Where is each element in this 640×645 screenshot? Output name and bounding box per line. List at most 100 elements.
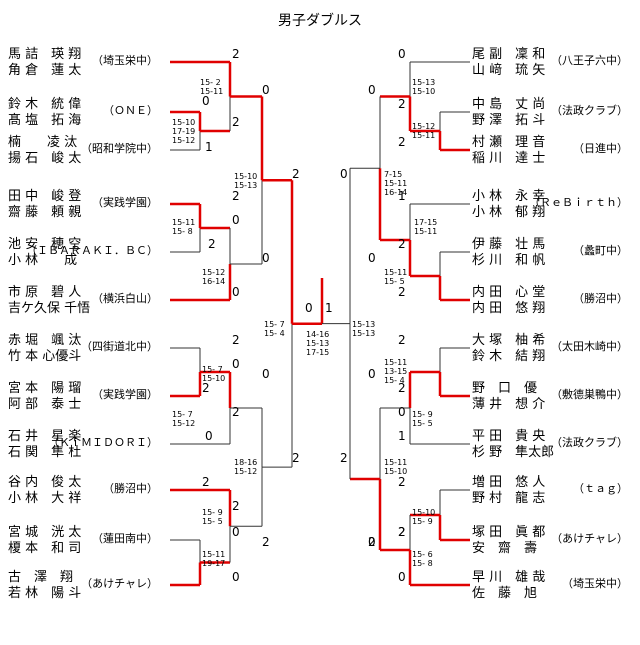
player-name: 小 林 成: [8, 253, 78, 268]
player-name: 早 川 雄 哉: [472, 570, 546, 585]
player-name: 市 原 碧 人: [8, 285, 82, 300]
match-score: 0: [368, 367, 376, 381]
game-scores: 15- 6 15- 8: [412, 550, 433, 568]
player-name: 榎 本 和 司: [8, 541, 82, 556]
page-title: 男子ダブルス: [278, 13, 362, 29]
player-name: 馬 詰 瑛 翔: [8, 47, 82, 62]
player-name: 鈴 木 統 偉: [8, 97, 82, 112]
game-scores: 14-16 15-13 17-15: [306, 330, 330, 357]
team-name: （実践学園）: [92, 196, 158, 209]
team-name: （昭和学院中）: [81, 142, 158, 155]
player-name: 竹 本 心優斗: [8, 349, 82, 364]
player-name: 若 林 陽 斗: [8, 586, 82, 601]
team-name: （日進中）: [573, 142, 628, 155]
team-name: （あけチャレ）: [551, 532, 628, 545]
player-name: 杉 野 隼太郎: [472, 445, 555, 460]
match-score: 2: [232, 189, 240, 203]
player-name: 村 瀬 理 音: [472, 135, 546, 150]
player-name: 宮 城 洸 太: [8, 525, 82, 540]
player-name: 佐 藤 旭: [472, 586, 538, 601]
match-score: 0: [205, 429, 213, 443]
player-name: 山 﨑 琉 矢: [472, 63, 546, 78]
game-scores: 15-10 15- 9: [412, 508, 436, 526]
team-name: （埼玉栄中）: [92, 54, 158, 67]
match-score: 1: [398, 189, 406, 203]
match-score: 2: [398, 333, 406, 347]
player-name: 鈴 木 結 翔: [472, 349, 546, 364]
player-name: 野 村 龍 志: [472, 491, 546, 506]
match-score: 0: [368, 535, 376, 549]
player-name: 内 田 悠 翔: [472, 301, 546, 316]
match-score: 2: [292, 167, 300, 181]
team-name: （蠡町中）: [573, 244, 628, 257]
team-name: （ＲｅＢｉｒｔｈ）: [529, 196, 628, 209]
match-score: 2: [232, 115, 240, 129]
match-score: 0: [340, 167, 348, 181]
team-name: （法政クラブ）: [551, 436, 628, 449]
team-name: （埼玉栄中）: [562, 577, 628, 590]
match-score: 0: [305, 301, 313, 315]
team-name: （ＫｉＭＩＤＯＲＩ）: [48, 436, 158, 449]
player-name: 田 中 峻 登: [8, 189, 82, 204]
game-scores: 15- 7 15-12: [172, 410, 196, 428]
game-scores: 15- 7 15- 4: [264, 320, 285, 338]
team-name: （勝沼中）: [103, 482, 158, 495]
game-scores: 15-13 15-13: [352, 320, 376, 338]
match-score: 0: [262, 83, 270, 97]
game-scores: 7-15 15-11 16-14: [384, 170, 408, 197]
team-name: （ＩＢＡＲＡＫＩ．ＢＣ）: [26, 244, 158, 257]
player-name: 揚 石 峻 太: [8, 151, 82, 166]
match-score: 2: [232, 47, 240, 61]
team-name: （ＯＮＥ）: [103, 104, 158, 117]
game-scores: 15-11 15- 5: [384, 268, 408, 286]
match-score: 0: [232, 570, 240, 584]
player-name: 野 口 優: [472, 381, 538, 396]
player-name: 塚 田 眞 都: [472, 525, 546, 540]
game-scores: 15- 7 15-10: [202, 365, 226, 383]
match-score: 2: [232, 405, 240, 419]
match-score: 0: [368, 251, 376, 265]
match-score: 0: [232, 285, 240, 299]
player-name: 伊 藤 壮 馬: [472, 237, 546, 252]
player-name: 大 塚 柚 希: [472, 333, 546, 348]
match-score: 0: [202, 94, 210, 108]
game-scores: 15- 2 15-11: [200, 78, 224, 96]
player-name: 尾 副 凜 和: [472, 47, 546, 62]
match-score: 0: [262, 251, 270, 265]
match-score: 2: [398, 237, 406, 251]
player-name: 石 関 隼 杜: [8, 445, 82, 460]
match-score: 2: [340, 451, 348, 465]
game-scores: 15-13 15-10: [412, 78, 436, 96]
team-name: （横浜白山）: [92, 292, 158, 305]
match-score: 2: [398, 135, 406, 149]
player-name: 石 井 星 楽: [8, 429, 82, 444]
match-score: 2: [398, 525, 406, 539]
team-name: （実践学園）: [92, 388, 158, 401]
team-name: （四街道北中）: [81, 340, 158, 353]
match-score: 0: [232, 213, 240, 227]
match-score: 2: [232, 499, 240, 513]
game-scores: 15-12 16-14: [202, 268, 226, 286]
game-scores: 15-11 13-15 15- 4: [384, 358, 408, 385]
player-name: 薄 井 想 介: [472, 397, 546, 412]
match-score: 2: [398, 381, 406, 395]
player-name: 池 安 穂 空: [8, 237, 82, 252]
player-name: 谷 内 俊 太: [8, 475, 82, 490]
game-scores: 15-11 15- 8: [172, 218, 196, 236]
player-name: 宮 本 陽 瑠: [8, 381, 82, 396]
team-name: （ｔａｇ）: [573, 482, 628, 495]
player-name: 中 島 丈 尚: [472, 97, 546, 112]
player-name: 平 田 貴 央: [472, 429, 546, 444]
match-score: 2: [398, 525, 406, 539]
match-score: 2: [398, 97, 406, 111]
game-scores: 15-12 15-11: [412, 122, 436, 140]
player-name: 野 澤 拓 斗: [472, 113, 546, 128]
match-score: 0: [398, 405, 406, 419]
game-scores: 17-15 15-11: [414, 218, 438, 236]
player-name: 赤 堀 颯 汰: [8, 333, 82, 348]
game-scores: 15-10 15-13: [234, 172, 258, 190]
match-score: 2: [202, 475, 210, 489]
player-name: 安 齋 壽: [472, 541, 538, 556]
match-score: 2: [202, 381, 210, 395]
